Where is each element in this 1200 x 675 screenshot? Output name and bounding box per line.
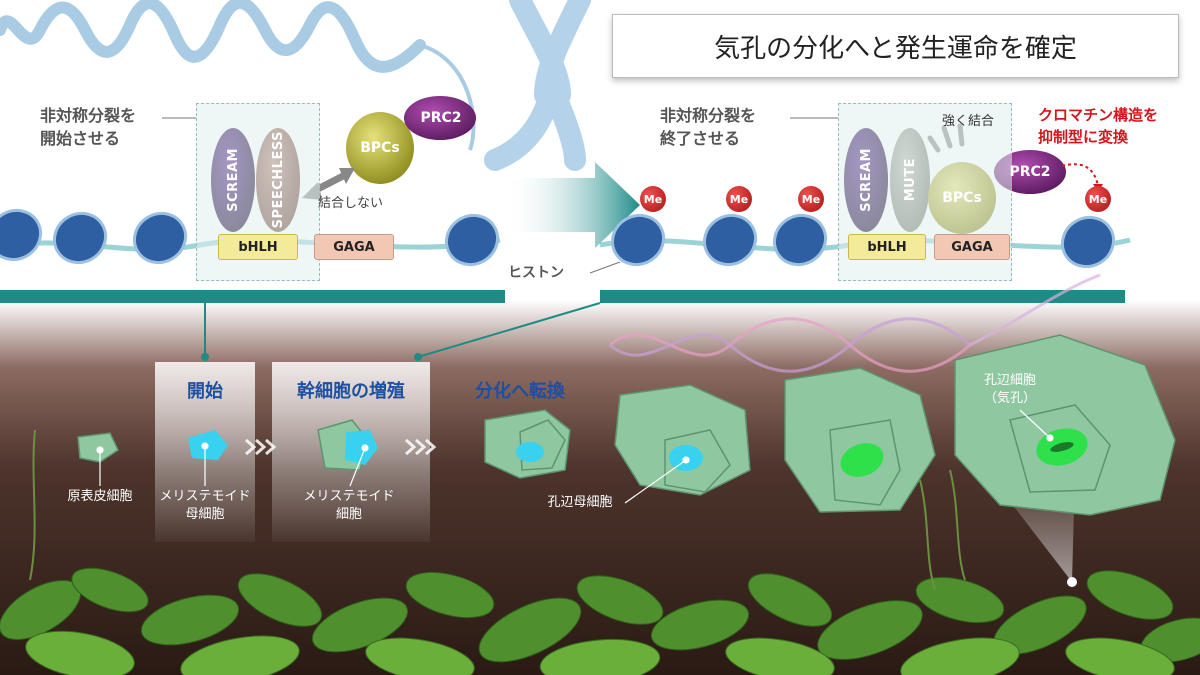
prc2-label-right: PRC2 bbox=[1009, 164, 1051, 180]
bhlh-box-right: bHLH bbox=[848, 234, 926, 260]
right-label-line1: 非対称分裂を bbox=[660, 106, 757, 125]
meristemoid-label-line2: 細胞 bbox=[335, 507, 362, 522]
mute-protein: MUTE bbox=[890, 128, 930, 232]
gmc-label: 孔辺母細胞 bbox=[547, 495, 613, 510]
mute-label: MUTE bbox=[902, 158, 918, 202]
bpcs-label-right: BPCs bbox=[942, 190, 982, 206]
gaga-box-right: GAGA bbox=[934, 234, 1010, 260]
bhlh-box-left: bHLH bbox=[218, 234, 298, 260]
scream-protein-right: SCREAM bbox=[844, 128, 888, 232]
histone-label: ヒストン bbox=[508, 265, 564, 281]
methyl-mark-1: Me bbox=[640, 186, 666, 212]
speechless-label: SPEECHLESS bbox=[270, 131, 286, 229]
guard-cell-label-line1: 孔辺細胞 bbox=[983, 373, 1036, 388]
scream-label-right: SCREAM bbox=[858, 148, 874, 212]
scream-protein-left: SCREAM bbox=[211, 128, 255, 232]
methyl-mark-3: Me bbox=[798, 186, 824, 212]
left-label-line1: 非対称分裂を bbox=[40, 106, 137, 125]
prc2-label-left: PRC2 bbox=[420, 110, 462, 126]
diagram-title: 気孔の分化へと発生運命を確定 bbox=[612, 14, 1179, 78]
no-binding-label: 結合しない bbox=[318, 196, 384, 211]
chromatin-note-line2: 抑制型に変換 bbox=[1038, 128, 1129, 146]
bpcs-label-left: BPCs bbox=[360, 140, 400, 156]
scream-label-left: SCREAM bbox=[225, 148, 241, 212]
protodermal-cell-label: 原表皮細胞 bbox=[67, 489, 133, 504]
mmc-label-line1: メリステモイド bbox=[159, 489, 251, 504]
stage-proliferation: 幹細胞の増殖 bbox=[297, 381, 405, 402]
guard-cell-label-line2: （気孔） bbox=[983, 391, 1036, 406]
gaga-box-left: GAGA bbox=[314, 234, 394, 260]
left-label-line2: 開始させる bbox=[40, 129, 121, 148]
methyl-mark-2: Me bbox=[726, 186, 752, 212]
chromatin-note-line1: クロマチン構造を bbox=[1038, 106, 1159, 124]
methyl-mark-4: Me bbox=[1085, 186, 1111, 212]
strong-binding-label: 強く結合 bbox=[942, 114, 995, 129]
right-label-line2: 終了させる bbox=[660, 129, 741, 148]
meristemoid-label-line1: メリステモイド bbox=[303, 489, 395, 504]
mmc-label-line2: 母細胞 bbox=[185, 507, 225, 522]
speechless-protein: SPEECHLESS bbox=[256, 128, 300, 232]
stage-start: 開始 bbox=[187, 381, 223, 402]
stage-conversion: 分化へ転換 bbox=[475, 381, 565, 402]
